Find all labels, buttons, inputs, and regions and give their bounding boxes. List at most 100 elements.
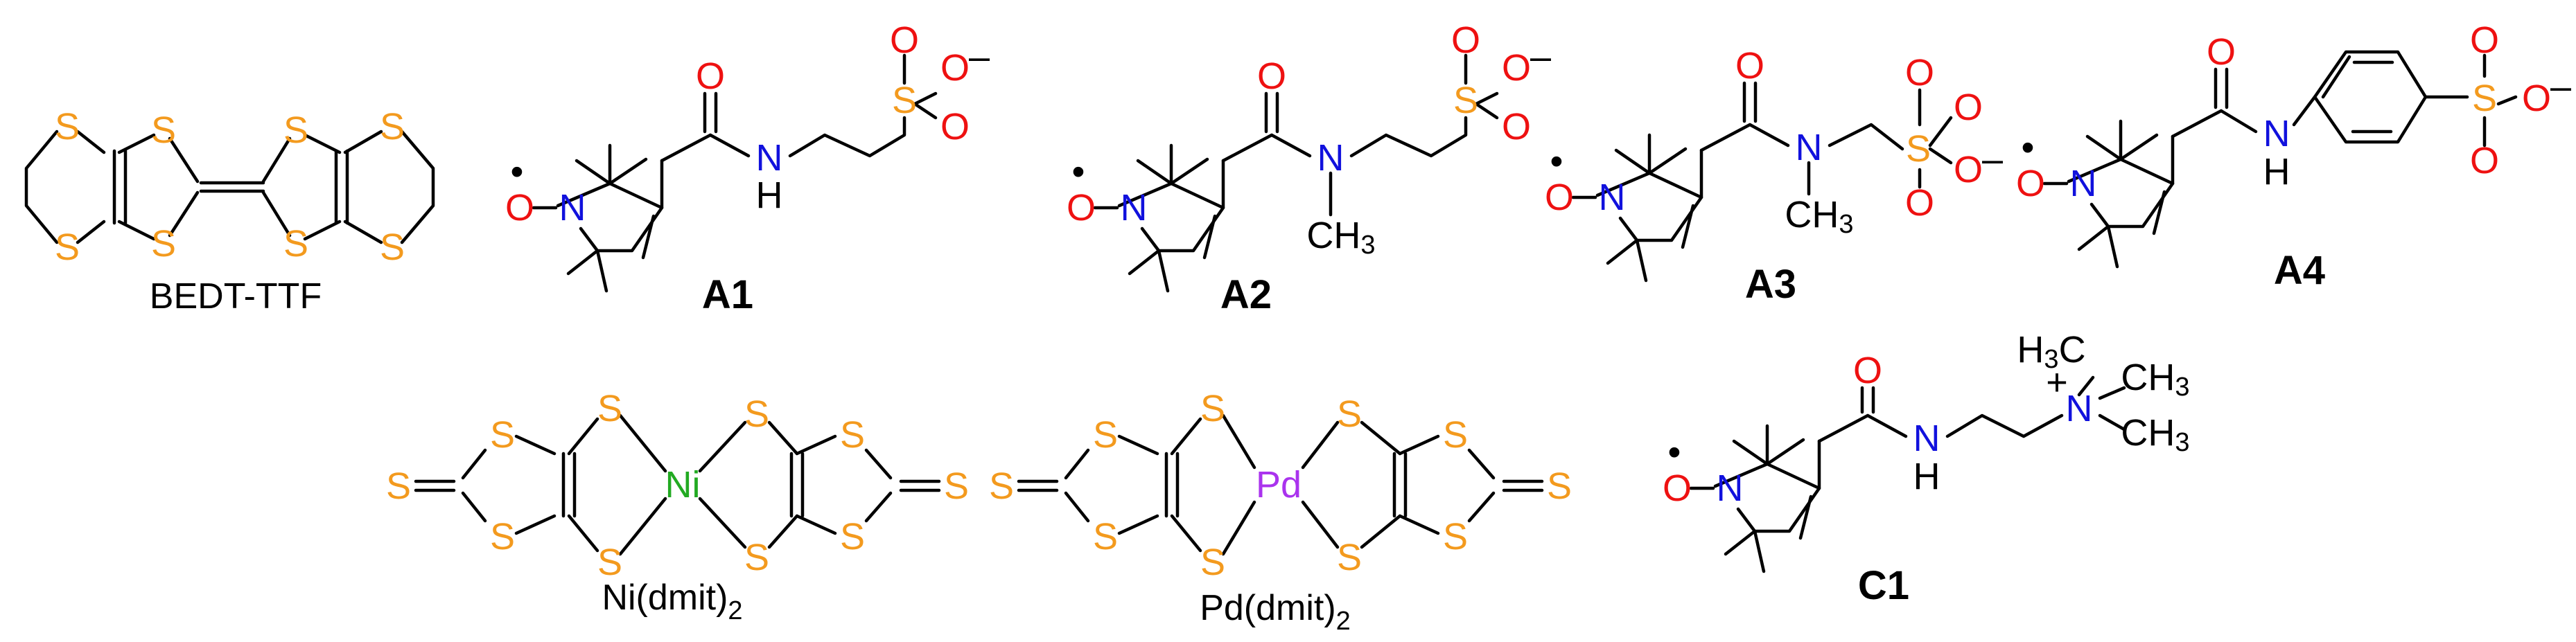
compound-c1: O N H N + H3C CH3 CH3 N O • C1 [1663, 329, 2190, 608]
a4-label: A4 [2274, 248, 2325, 293]
nickel-atom: Ni [665, 464, 701, 506]
ni-dmit2-label: Ni(dmit)2 [602, 578, 742, 625]
nitrogen-atom: N [1796, 127, 1823, 168]
sulfur-atom: S [989, 465, 1014, 507]
oxygen-atom: O [890, 19, 919, 61]
methyl-group: CH3 [2121, 357, 2189, 402]
oxygen-atom: O [1954, 87, 1983, 128]
oxygen-atom: O [2470, 140, 2499, 181]
sulfur-atom: S [151, 223, 176, 265]
compound-a3: O N CH3 S O O O – O N O • A3 [1545, 45, 2003, 307]
bedt-ttf-label: BEDT-TTF [150, 276, 322, 316]
a2-label: A2 [1220, 272, 1272, 317]
radical-dot: • [2022, 127, 2035, 168]
oxygen-atom: O [1663, 467, 1692, 509]
sulfur-atom: S [1443, 414, 1468, 456]
methyl-group: CH3 [1306, 215, 1375, 260]
sulfur-atom: S [55, 106, 80, 148]
sulfur-atom: S [1337, 537, 1362, 578]
pd-dmit2-complex: S S S S S Pd S S S S S Pd(dmit)2 [989, 388, 1572, 636]
oxygen-atom: O [940, 106, 970, 148]
a3-label: A3 [1745, 262, 1796, 307]
sulfur-atom: S [744, 537, 769, 578]
radical-dot: • [1668, 431, 1681, 473]
nitrogen-atom: N [2066, 388, 2093, 429]
sulfur-atom: S [840, 414, 865, 456]
oxygen-atom: O [2470, 19, 2499, 61]
oxygen-atom: O [1502, 47, 1531, 89]
a1-label: A1 [702, 272, 753, 317]
nitrogen-atom: N [2070, 163, 2097, 204]
oxygen-atom: O [1853, 350, 1882, 391]
oxygen-atom: O [1451, 19, 1480, 61]
radical-dot: • [511, 151, 524, 193]
sulfur-atom: S [840, 516, 865, 558]
oxygen-atom: O [2522, 78, 2551, 119]
negative-charge: – [969, 36, 990, 78]
oxygen-atom: O [1735, 45, 1764, 87]
nitrogen-atom: N [1717, 467, 1744, 509]
sulfur-atom: S [892, 80, 917, 121]
sulfur-atom: S [55, 226, 80, 268]
sulfur-atom: S [151, 109, 176, 151]
sulfur-atom: S [1547, 465, 1572, 507]
compound-a1: O N H S O O – O N O • A1 [505, 19, 990, 317]
sulfur-atom: S [1093, 516, 1118, 558]
oxygen-atom: O [2016, 163, 2045, 204]
oxygen-atom: O [1905, 52, 1934, 93]
oxygen-atom: O [1954, 149, 1983, 190]
sulfur-atom: S [490, 414, 515, 456]
sulfur-atom: S [380, 226, 405, 268]
radical-dot: • [1550, 141, 1563, 182]
methyl-group: H3C [2017, 329, 2085, 374]
nitrogen-atom: N [756, 137, 783, 179]
sulfur-atom: S [1443, 516, 1468, 558]
sulfur-atom: S [1093, 414, 1118, 456]
negative-charge: – [2550, 66, 2571, 107]
sulfur-atom: S [944, 465, 969, 507]
nitrogen-atom: N [2263, 113, 2290, 154]
sulfur-atom: S [386, 465, 411, 507]
sulfur-atom: S [490, 516, 515, 558]
sulfur-atom: S [283, 223, 308, 265]
oxygen-atom: O [1067, 187, 1096, 229]
negative-charge: – [1982, 139, 2003, 180]
oxygen-atom: O [505, 187, 534, 229]
oxygen-atom: O [1257, 55, 1286, 97]
nitrogen-atom: N [1317, 137, 1344, 179]
oxygen-atom: O [1905, 182, 1934, 224]
oxygen-atom: O [2207, 31, 2236, 73]
compound-a2: O N CH3 S O O – O N O • A2 [1067, 19, 1551, 317]
negative-charge: – [1530, 36, 1551, 78]
oxygen-atom: O [1545, 177, 1574, 218]
ni-dmit2-complex: S S S S S Ni S S S S S Ni(dmit)2 [386, 388, 969, 625]
oxygen-atom: O [940, 47, 970, 89]
positive-charge: + [2046, 362, 2068, 403]
hydrogen-atom: H [1913, 456, 1940, 497]
compound-a4: O N H S O O – O N O • A4 [2016, 19, 2571, 293]
radical-dot: • [1072, 151, 1085, 193]
sulfur-atom: S [597, 542, 622, 583]
pd-dmit2-label: Pd(dmit)2 [1200, 588, 1351, 636]
hydrogen-atom: H [2263, 151, 2290, 193]
sulfur-atom: S [1906, 128, 1931, 170]
sulfur-atom: S [2472, 78, 2497, 119]
oxygen-atom: O [1502, 106, 1531, 148]
methyl-group: CH3 [2121, 412, 2189, 457]
oxygen-atom: O [696, 55, 725, 97]
sulfur-atom: S [380, 106, 405, 148]
hydrogen-atom: H [756, 175, 783, 216]
sulfur-atom: S [597, 388, 622, 429]
sulfur-atom: S [1200, 542, 1225, 583]
palladium-atom: Pd [1256, 464, 1302, 506]
nitrogen-atom: N [559, 187, 586, 229]
sulfur-atom: S [744, 393, 769, 435]
methyl-group: CH3 [1785, 194, 1853, 239]
nitrogen-atom: N [1913, 418, 1940, 459]
sulfur-atom: S [1337, 393, 1362, 435]
sulfur-atom: S [283, 109, 308, 151]
sulfur-atom: S [1453, 80, 1478, 121]
c1-label: C1 [1858, 563, 1909, 608]
nitrogen-atom: N [1599, 177, 1626, 218]
